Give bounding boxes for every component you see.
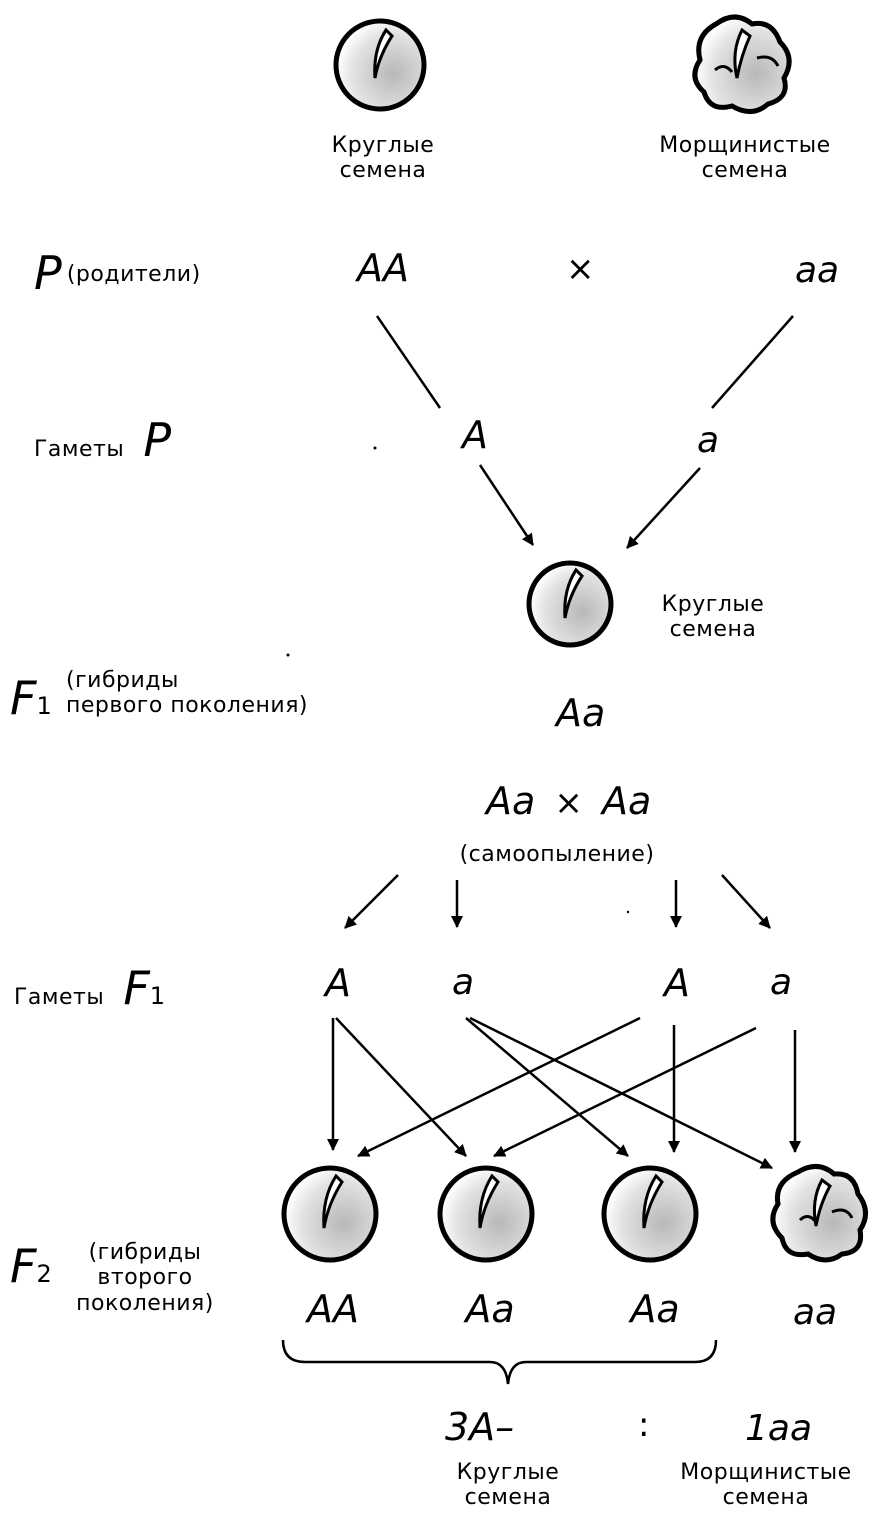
f1-subscript: 1: [36, 692, 52, 720]
speck: [626, 910, 630, 914]
round-seed-f1: [526, 560, 614, 648]
parent-genotype-left: AA: [357, 246, 409, 290]
gamete-f1-3: A: [664, 961, 690, 1005]
gametes-p-symbol: P: [143, 413, 172, 467]
f2-genotype-4: aa: [792, 1292, 838, 1333]
selfing-left: Aa: [486, 779, 536, 823]
gametes-f1-subscript: 1: [149, 982, 166, 1010]
f2-genotype-1: AA: [307, 1287, 359, 1331]
gamete-a-to-f1-arrow: [478, 464, 535, 546]
cross-symbol-p: ×: [566, 249, 595, 289]
p-symbol: P: [34, 246, 62, 300]
f1-description: (гибриды первого поколения): [66, 668, 309, 719]
ratio-dominant: 3A–: [445, 1405, 515, 1449]
ratio-recessive: 1aa: [745, 1408, 813, 1449]
f2-description: (гибриды второго поколения): [76, 1240, 214, 1316]
gametes-p-text: Гаметы: [34, 437, 125, 462]
p-right-line: [711, 315, 794, 409]
f2-seed-aa-hetero-1: [437, 1165, 535, 1263]
f1-genotype: Aa: [556, 691, 606, 735]
f2-genotype-3: Aa: [630, 1287, 680, 1331]
dominant-brace: [281, 1339, 718, 1385]
wrinkled-seed-parent: [692, 14, 792, 114]
ratio-colon: :: [638, 1405, 650, 1445]
p-row-label: P (родители): [34, 247, 201, 300]
parent-genotype-right: aa: [795, 250, 840, 291]
f1-seed-label: Круглые семена: [661, 592, 765, 643]
gametes-f1-row-label: Гаметы F1: [14, 962, 165, 1015]
f2-subscript: 2: [36, 1260, 52, 1288]
f2-seed-aa-dominant: [281, 1165, 379, 1263]
f2-seed-wrinkled: [770, 1164, 868, 1263]
gamete-a-lower-to-f1-arrow: [626, 467, 701, 549]
round-seed-parent: [333, 18, 427, 112]
gamete-p-right: a: [697, 420, 720, 461]
round-seeds-label: Круглые семена: [331, 133, 435, 184]
wrinkled-seeds-label: Морщинистые семена: [659, 133, 831, 184]
gametes-f1-text: Гаметы: [14, 985, 105, 1010]
ratio-round-label: Круглые семена: [456, 1460, 560, 1511]
speck: [373, 446, 377, 450]
gametes-p-row-label: Гаметы P: [34, 414, 171, 467]
f2-seed-aa-hetero-2: [601, 1165, 699, 1263]
gametes-f1-symbol: F: [123, 961, 150, 1015]
gamete-p-left: A: [462, 413, 488, 457]
f2-genotype-2: Aa: [465, 1287, 515, 1331]
gamete-f1-1: A: [325, 961, 351, 1005]
p-parents-text: (родители): [66, 262, 201, 287]
gamete-f1-4: a: [770, 962, 793, 1003]
selfing-arrow-1: [344, 874, 399, 929]
selfing-right: Aa: [601, 779, 652, 823]
selfing-cross-symbol: ×: [554, 783, 583, 823]
speck: [286, 653, 290, 657]
f1-row-label: F1: [10, 672, 52, 725]
f2-row-label: F2: [10, 1240, 52, 1293]
selfing-arrow-4: [721, 874, 771, 929]
f1-symbol: F: [10, 671, 37, 725]
ratio-wrinkled-label: Морщинистые семена: [680, 1460, 852, 1511]
selfing-note: (самоопыление): [459, 842, 655, 867]
f2-cross-arrows: [327, 1016, 801, 1170]
selfing-cross: Aa × Aa: [486, 779, 652, 824]
gamete-f1-2: a: [452, 962, 475, 1003]
p-left-line: [375, 315, 442, 409]
f2-symbol: F: [10, 1239, 37, 1293]
